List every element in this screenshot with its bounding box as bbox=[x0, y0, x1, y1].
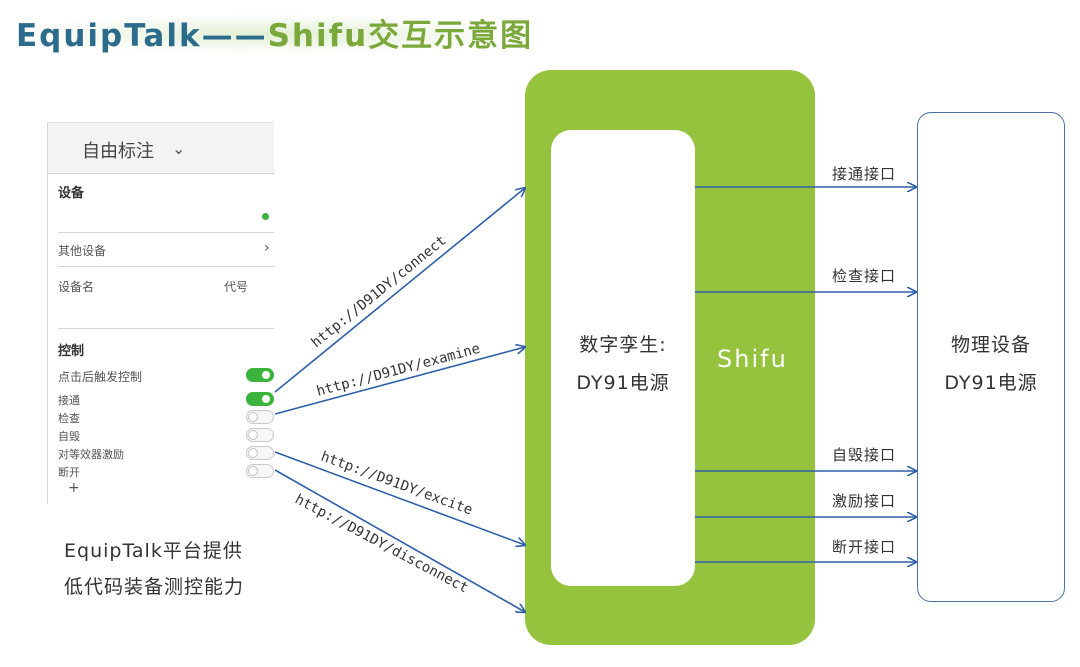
chevron-down-icon: ⌄ bbox=[172, 139, 186, 158]
toggle-examine[interactable] bbox=[246, 410, 274, 424]
control-label: 接通 bbox=[58, 394, 80, 407]
interface-label-examine: 检查接口 bbox=[832, 267, 897, 285]
add-control-button[interactable]: + bbox=[68, 480, 80, 496]
url-examine: http://D91DY/examine bbox=[315, 341, 482, 400]
control-label: 对等效器激励 bbox=[58, 448, 124, 461]
control-label: 断开 bbox=[58, 466, 80, 479]
physical-device-box bbox=[917, 112, 1065, 602]
divider bbox=[58, 232, 274, 233]
arrow-disconnect bbox=[274, 469, 525, 612]
toggle-connect[interactable] bbox=[246, 392, 274, 406]
twin-label-line-2: DY91电源 bbox=[576, 372, 670, 394]
caption-line-2: 低代码装备测控能力 bbox=[64, 576, 245, 598]
device-name-label: 设备名 bbox=[58, 280, 95, 294]
equiptalk-panel: 自由标注 ⌄ 设备 其他设备 › 设备名 代号 控制 点击后触发控制 接通 检查… bbox=[47, 122, 274, 504]
toggle-trigger[interactable] bbox=[246, 368, 274, 382]
interface-label-connect: 接通接口 bbox=[832, 165, 897, 183]
control-label: 点击后触发控制 bbox=[58, 370, 143, 384]
toggle-self-destruct[interactable] bbox=[246, 428, 274, 442]
title-equiptalk: EquipTalk bbox=[16, 18, 202, 54]
arrow-examine bbox=[274, 347, 525, 415]
twin-label-line-1: 数字孪生: bbox=[579, 334, 667, 356]
other-devices-link[interactable]: 其他设备 bbox=[58, 244, 107, 258]
device-label-line-2: DY91电源 bbox=[944, 372, 1038, 394]
interface-label-excite: 激励接口 bbox=[832, 492, 897, 510]
code-label: 代号 bbox=[224, 280, 249, 294]
interface-label-self-destruct: 自毁接口 bbox=[832, 446, 897, 464]
title-separator: —— bbox=[201, 18, 268, 54]
arrow-connect bbox=[274, 188, 525, 393]
chevron-right-icon[interactable]: › bbox=[264, 240, 270, 256]
interface-label-disconnect: 断开接口 bbox=[832, 538, 897, 556]
toggle-disconnect[interactable] bbox=[246, 464, 274, 478]
toggle-excite[interactable] bbox=[246, 446, 274, 460]
title-shifu: Shifu交互示意图 bbox=[267, 18, 534, 54]
mode-selector[interactable]: 自由标注 ⌄ bbox=[48, 122, 274, 174]
control-section-heading: 控制 bbox=[58, 344, 85, 359]
shifu-label: Shifu bbox=[717, 345, 788, 373]
mode-label: 自由标注 bbox=[82, 141, 154, 162]
control-label: 自毁 bbox=[58, 430, 80, 443]
url-connect: http://D91DY/connect bbox=[308, 233, 449, 352]
device-label-line-1: 物理设备 bbox=[950, 334, 1031, 356]
control-label: 检查 bbox=[58, 412, 80, 425]
page-title: EquipTalk——Shifu交互示意图 bbox=[16, 10, 533, 55]
divider bbox=[58, 328, 274, 329]
digital-twin-box bbox=[551, 130, 695, 586]
divider bbox=[58, 266, 274, 267]
arrow-excite bbox=[274, 451, 525, 545]
caption-line-1: EquipTalk平台提供 bbox=[64, 540, 243, 562]
title-highlight bbox=[6, 14, 536, 54]
status-dot-icon bbox=[262, 213, 269, 220]
device-section-heading: 设备 bbox=[58, 186, 85, 201]
